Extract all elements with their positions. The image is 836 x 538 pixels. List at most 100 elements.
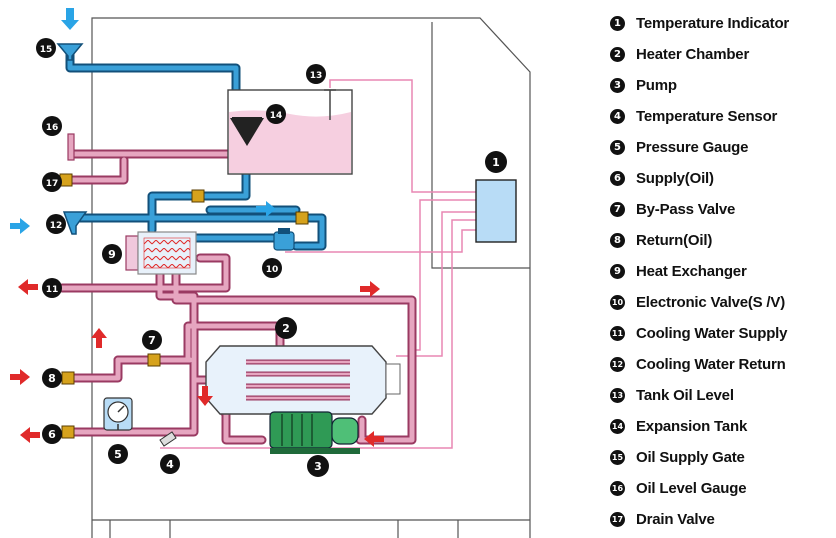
legend-item: 9 Heat Exchanger [610,256,836,287]
legend-number-badge: 15 [610,450,625,465]
oil-supply-gate-funnel [56,43,84,61]
marker-5: 5 [108,444,128,464]
legend-label: Electronic Valve(S /V) [636,294,785,311]
legend-item: 14 Expansion Tank [610,411,836,442]
legend-number-badge: 13 [610,388,625,403]
legend-item: 15 Oil Supply Gate [610,442,836,473]
legend-number-badge: 2 [610,47,625,62]
legend-number-badge: 9 [610,264,625,279]
svg-text:9: 9 [108,248,116,261]
legend-item: 4 Temperature Sensor [610,101,836,132]
callout-markers: 1 2 3 4 5 6 7 8 9 10 11 12 13 14 15 16 1… [36,38,507,477]
supply-oil-valve [61,425,75,439]
svg-text:4: 4 [166,458,174,471]
svg-text:11: 11 [46,285,59,295]
oil-supply-out-arrow-icon [20,427,40,443]
marker-6: 6 [42,424,62,444]
svg-text:13: 13 [310,71,323,81]
svg-text:7: 7 [148,334,156,347]
marker-12: 12 [46,214,66,234]
machine-housing [91,17,531,538]
legend-number-badge: 4 [610,109,625,124]
svg-text:10: 10 [266,265,279,275]
cooling-water-out-arrow-icon [18,279,38,295]
drain-valve [59,173,73,187]
cooling-water-return-funnel [62,211,88,235]
legend-number-badge: 3 [610,78,625,93]
legend-item: 6 Supply(Oil) [610,163,836,194]
svg-text:3: 3 [314,460,322,473]
legend-item: 2 Heater Chamber [610,39,836,70]
oil-down-arrow-icon [197,386,213,406]
svg-text:1: 1 [492,156,500,169]
water-flow-arrow-icon [256,201,276,217]
heat-exchanger [125,231,197,275]
marker-7: 7 [142,330,162,350]
legend-number-badge: 6 [610,171,625,186]
legend-item: 8 Return(Oil) [610,225,836,256]
legend-label: Heater Chamber [636,46,750,63]
legend-label: Oil Supply Gate [636,449,745,466]
marker-16: 16 [42,116,62,136]
temperature-sensor [159,431,177,447]
marker-15: 15 [36,38,56,58]
legend-label: Cooling Water Supply [636,325,788,342]
legend-label: Pressure Gauge [636,139,749,156]
marker-14: 14 [266,104,286,124]
marker-9: 9 [102,244,122,264]
water-return-valve [295,211,309,225]
tank-oil-level-sensor [324,89,336,120]
oil-return-in-arrow-icon [10,369,30,385]
svg-text:17: 17 [46,179,59,189]
legend-label: Supply(Oil) [636,170,714,187]
by-pass-valve [147,353,161,367]
svg-text:6: 6 [48,428,56,441]
marker-17: 17 [42,172,62,192]
oil-temperature-controller-diagram: 1 2 3 4 5 6 7 8 9 10 11 12 13 14 15 16 1… [10,8,531,538]
marker-11: 11 [42,278,62,298]
marker-3: 3 [307,455,329,477]
legend-number-badge: 7 [610,202,625,217]
water-inlet-arrow-icon [61,8,79,30]
legend-label: Drain Valve [636,511,715,528]
legend-number-badge: 5 [610,140,625,155]
legend-number-badge: 12 [610,357,625,372]
machine-feet [92,519,530,538]
svg-text:15: 15 [40,45,53,55]
legend-number-badge: 16 [610,481,625,496]
legend-label: Heat Exchanger [636,263,747,280]
svg-text:5: 5 [114,448,122,461]
legend-number-badge: 14 [610,419,625,434]
svg-text:14: 14 [270,111,283,121]
svg-text:8: 8 [48,372,56,385]
legend-label: Temperature Sensor [636,108,778,125]
legend-number-badge: 10 [610,295,625,310]
water-return-arrow-icon [10,218,30,234]
marker-4: 4 [160,454,180,474]
oil-level-gauge [67,133,75,161]
expansion-tank-cone [230,118,264,146]
marker-8: 8 [42,368,62,388]
legend-item: 10 Electronic Valve(S /V) [610,287,836,318]
legend-number-badge: 11 [610,326,625,341]
oil-up-arrow-icon [91,328,107,348]
legend-label: Return(Oil) [636,232,713,249]
legend-number-badge: 8 [610,233,625,248]
electronic-valve [273,228,295,251]
pump [269,411,360,454]
svg-text:16: 16 [46,123,59,133]
heater-chamber [205,345,401,415]
marker-10: 10 [262,258,282,278]
marker-13: 13 [306,64,326,84]
svg-text:12: 12 [50,221,63,231]
legend-label: Expansion Tank [636,418,748,435]
return-oil-valve [61,371,75,385]
pump-inlet-arrow-icon [364,431,384,447]
marker-1: 1 [485,151,507,173]
water-line-valve [191,189,205,203]
